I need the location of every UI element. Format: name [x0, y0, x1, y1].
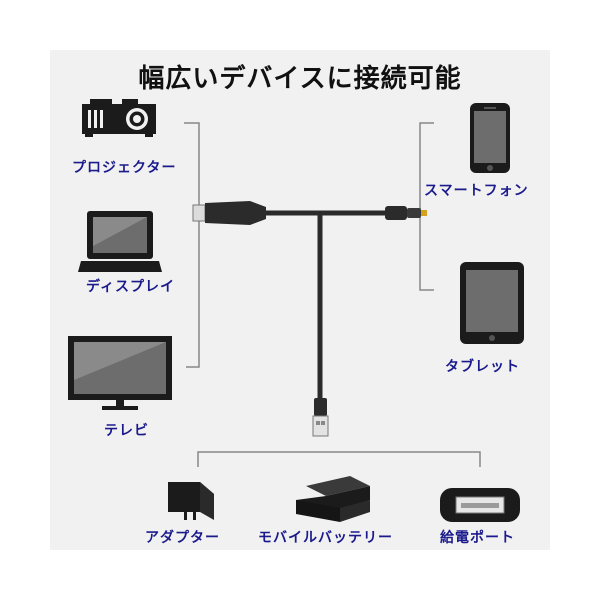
label-tablet: タブレット	[445, 359, 520, 375]
label-projector: プロジェクター	[72, 160, 177, 176]
connector-lines	[184, 122, 481, 467]
adapter-icon	[168, 482, 214, 520]
right-bracket	[419, 122, 434, 291]
projector-icon	[82, 99, 156, 137]
label-adapter: アダプター	[145, 530, 220, 546]
tablet-icon	[460, 262, 524, 344]
usb-port-icon	[440, 488, 520, 522]
diagram-title: 幅広いデバイスに接続可能	[138, 64, 462, 94]
bottom-bracket	[197, 451, 481, 467]
hdmi-lightning-cable	[192, 201, 427, 437]
laptop-icon	[78, 211, 162, 272]
label-power-port: 給電ポート	[440, 530, 515, 546]
smartphone-icon	[470, 103, 510, 173]
label-mobile-battery: モバイルバッテリー	[258, 530, 393, 546]
label-tv: テレビ	[104, 423, 149, 439]
label-display: ディスプレイ	[86, 279, 176, 295]
left-bracket	[184, 122, 200, 368]
battery-icon	[296, 476, 370, 522]
label-smartphone: スマートフォン	[424, 183, 529, 199]
tv-icon	[68, 336, 172, 410]
